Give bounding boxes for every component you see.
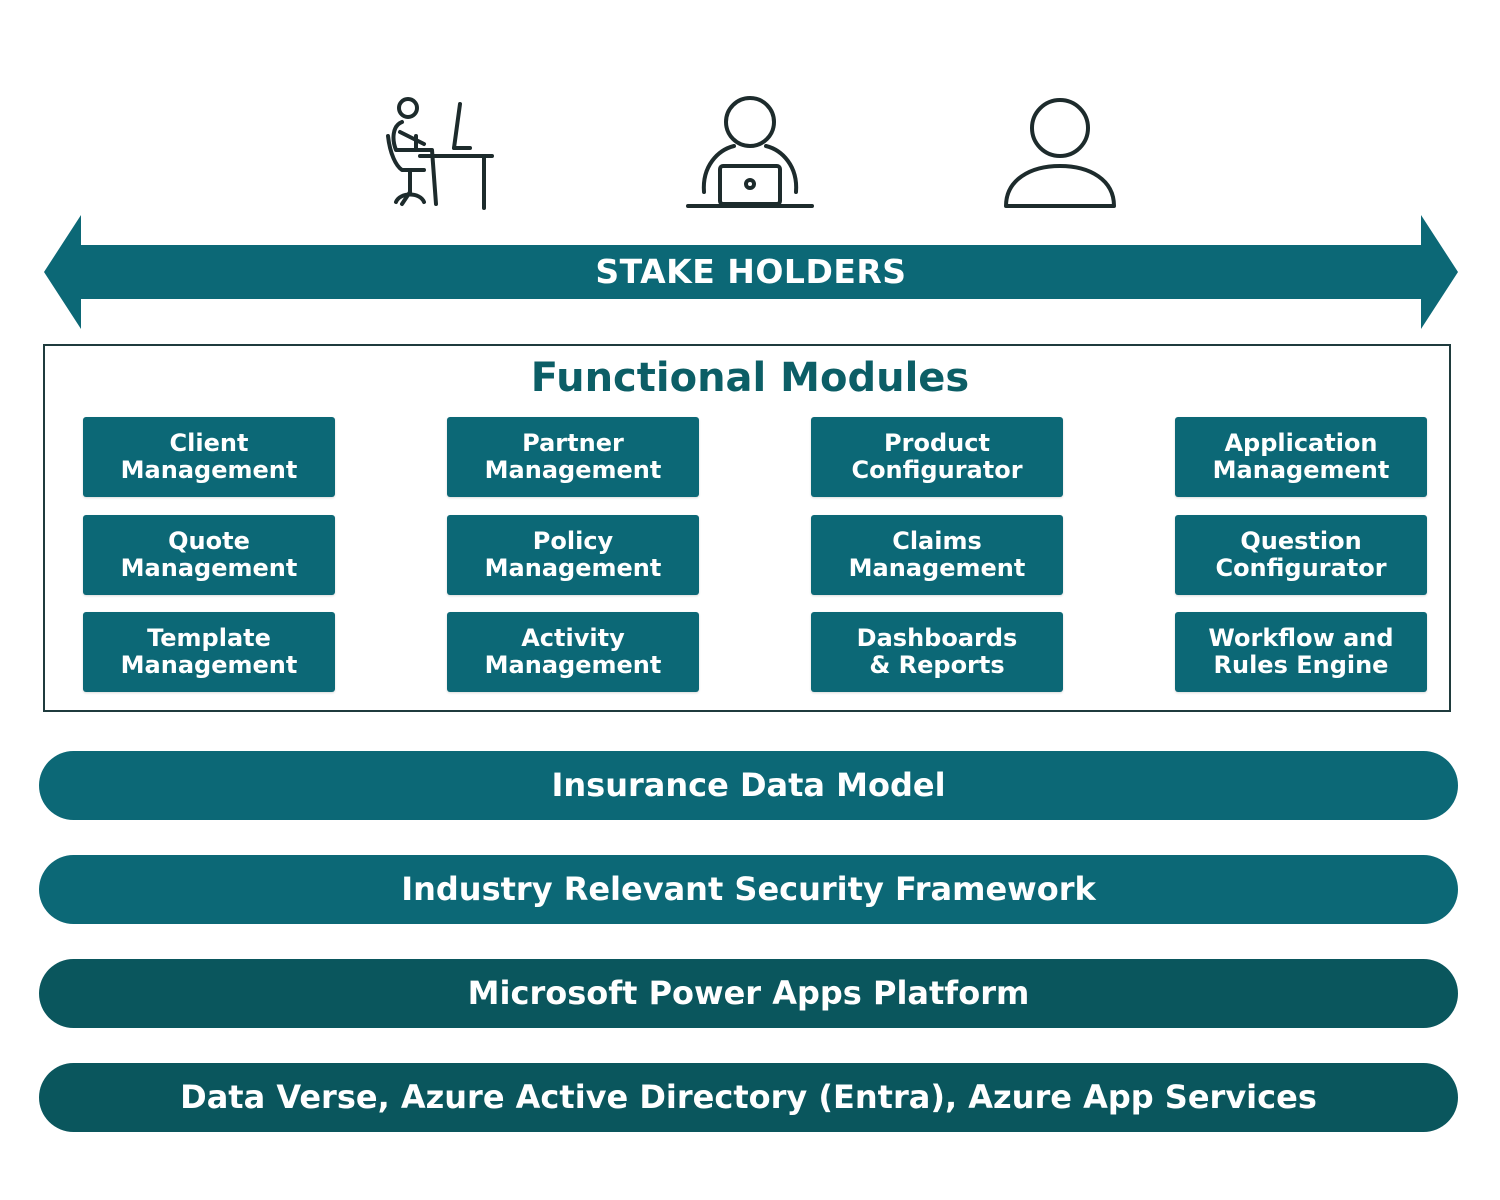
modules-title: Functional Modules bbox=[530, 355, 970, 401]
person-at-desk-icon bbox=[380, 92, 500, 216]
layer-azure-services[interactable]: Data Verse, Azure Active Directory (Entr… bbox=[39, 1063, 1458, 1132]
module-claims-management[interactable]: Claims Management bbox=[811, 515, 1063, 595]
module-client-management[interactable]: Client Management bbox=[83, 417, 335, 497]
module-quote-management[interactable]: Quote Management bbox=[83, 515, 335, 595]
user-profile-icon bbox=[1000, 94, 1120, 210]
banner-label: STAKE HOLDERS bbox=[595, 252, 907, 291]
module-question-configurator[interactable]: Question Configurator bbox=[1175, 515, 1427, 595]
module-partner-management[interactable]: Partner Management bbox=[447, 417, 699, 497]
layer-insurance-data-model[interactable]: Insurance Data Model bbox=[39, 751, 1458, 820]
functional-modules-panel bbox=[43, 344, 1451, 712]
module-template-management[interactable]: Template Management bbox=[83, 612, 335, 692]
layer-power-apps-platform[interactable]: Microsoft Power Apps Platform bbox=[39, 959, 1458, 1028]
module-application-management[interactable]: Application Management bbox=[1175, 417, 1427, 497]
module-dashboards-reports[interactable]: Dashboards & Reports bbox=[811, 612, 1063, 692]
module-activity-management[interactable]: Activity Management bbox=[447, 612, 699, 692]
layer-security-framework[interactable]: Industry Relevant Security Framework bbox=[39, 855, 1458, 924]
module-product-configurator[interactable]: Product Configurator bbox=[811, 417, 1063, 497]
module-policy-management[interactable]: Policy Management bbox=[447, 515, 699, 595]
person-with-laptop-icon bbox=[686, 92, 814, 212]
module-workflow-rules-engine[interactable]: Workflow and Rules Engine bbox=[1175, 612, 1427, 692]
stakeholders-banner: STAKE HOLDERS bbox=[44, 215, 1458, 329]
double-arrow-shape bbox=[44, 215, 1458, 329]
